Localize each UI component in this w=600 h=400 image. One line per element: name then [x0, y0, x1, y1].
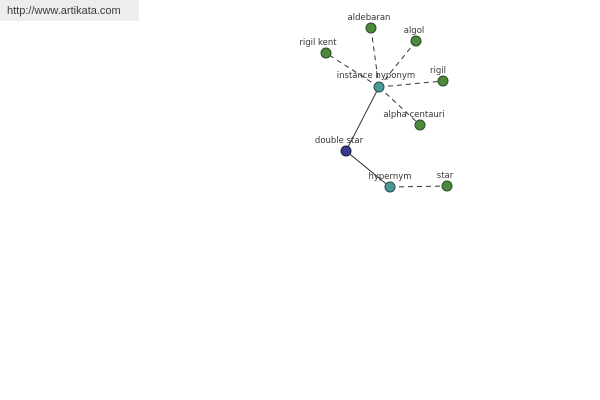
node-algol[interactable] [410, 35, 422, 47]
label-aldebaran: aldebaran [348, 13, 391, 23]
label-rigil: rigil [430, 66, 446, 76]
node-rigil[interactable] [437, 75, 449, 87]
node-star[interactable] [441, 180, 453, 192]
label-instance-hyponym: instance hyponym [337, 71, 415, 81]
label-alpha-centauri: alpha centauri [383, 110, 444, 120]
node-alpha-centauri[interactable] [414, 119, 426, 131]
link-instance-hyponym-rigil-kent [325, 52, 380, 88]
label-rigil-kent: rigil kent [299, 38, 337, 48]
link-double-star-hypernym [345, 150, 391, 188]
label-double-star: double star [315, 136, 364, 146]
link-instance-hyponym-algol [378, 40, 417, 88]
label-star: star [437, 171, 454, 181]
link-instance-hyponym-rigil [378, 80, 444, 88]
link-instance-hyponym-alpha-centauri [378, 86, 421, 126]
node-rigil-kent[interactable] [320, 47, 332, 59]
node-aldebaran[interactable] [365, 22, 377, 34]
node-hypernym[interactable] [384, 181, 396, 193]
node-double-star[interactable] [340, 145, 352, 157]
label-hypernym: hypernym [368, 172, 411, 182]
link-hypernym-star [389, 185, 448, 188]
label-algol: algol [404, 26, 425, 36]
url-link[interactable]: http://www.artikata.com [7, 5, 121, 17]
node-instance-hyponym[interactable] [373, 81, 385, 93]
link-instance-hyponym-aldebaran [370, 27, 380, 88]
link-double-star-instance-hyponym [345, 86, 380, 152]
url-banner[interactable]: http://www.artikata.com [0, 0, 139, 21]
